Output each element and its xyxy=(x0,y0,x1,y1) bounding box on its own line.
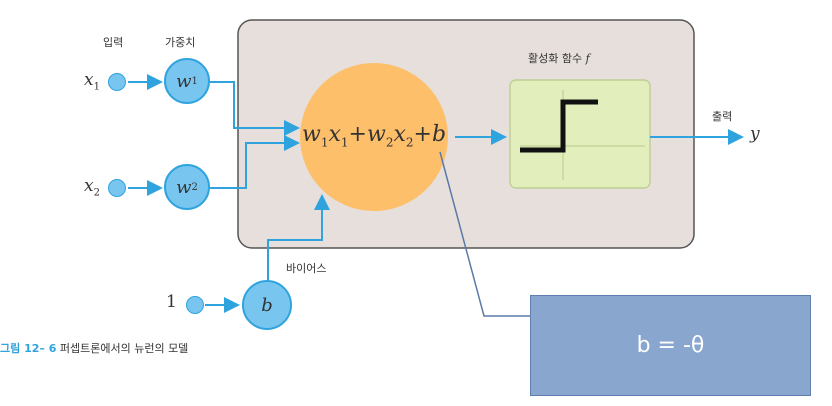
neuron-circle xyxy=(300,63,448,211)
arrow-w2-neuron xyxy=(210,135,300,189)
weight-label: 가중치 xyxy=(165,36,196,49)
input-x1-label: x1 xyxy=(84,70,100,93)
arrow-w1-neuron xyxy=(210,81,300,136)
input-label: 입력 xyxy=(103,36,124,49)
bias-b-node: b xyxy=(242,280,292,330)
output-y-label: y xyxy=(750,124,760,144)
bias-label: 바이어스 xyxy=(286,262,327,275)
callout-leader-line xyxy=(439,151,530,317)
callout-text: b = -θ xyxy=(636,333,705,358)
activation-box xyxy=(509,79,651,189)
activation-label: 활성화 함수 f xyxy=(528,52,590,65)
neuron-sum-expression: w1x1+w2x2+b xyxy=(302,122,447,150)
figure-caption: 그림 12– 6 퍼셉트론에서의 뉴런의 모델 xyxy=(0,342,189,355)
step-function-curve xyxy=(520,99,598,153)
bias-source-dot xyxy=(186,296,204,314)
bias-threshold-callout: b = -θ xyxy=(530,295,811,396)
output-label: 출력 xyxy=(712,110,733,123)
arrow-bias-neuron xyxy=(267,194,330,280)
input-x2-label: x2 xyxy=(84,176,100,199)
input-x1-dot xyxy=(108,73,126,91)
bias-source-one: 1 xyxy=(166,292,177,312)
input-x2-dot xyxy=(108,179,126,197)
